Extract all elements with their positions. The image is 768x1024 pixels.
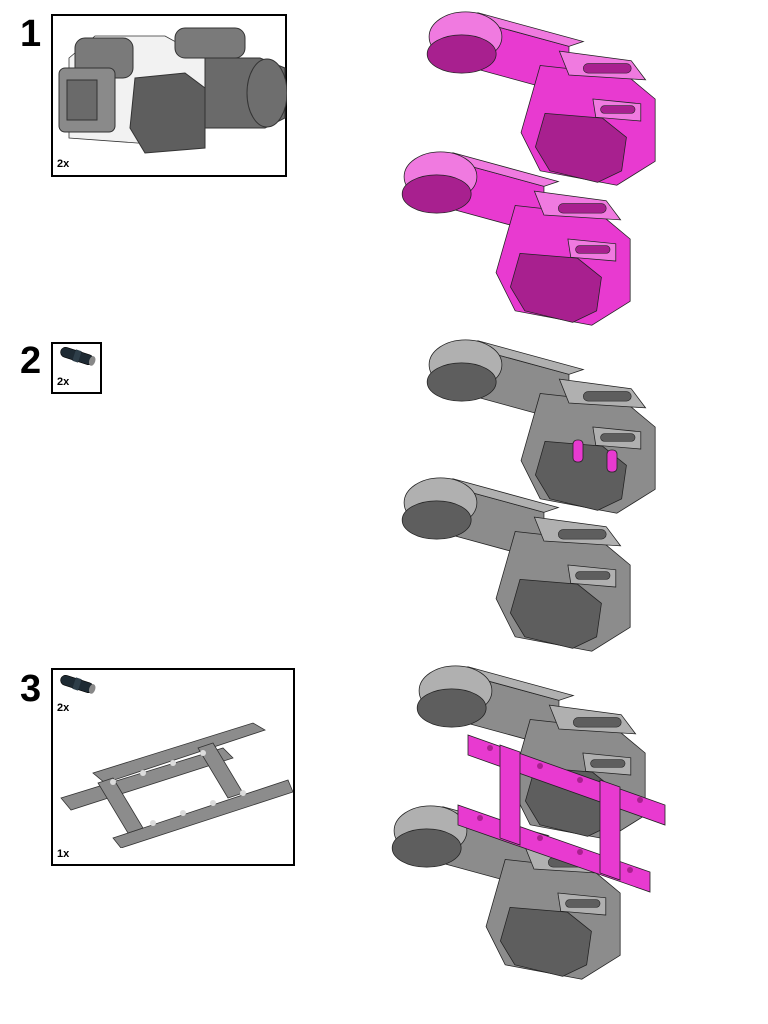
step-number: 2 (20, 340, 42, 382)
parts-callout: 2x (51, 342, 102, 394)
beam-frame-new (457, 734, 666, 893)
part-quantity: 2x (57, 702, 70, 714)
connector-pins-new (572, 439, 618, 473)
parts-callout: 2x 1x (51, 668, 295, 866)
beam-holes (477, 745, 643, 873)
part-quantity: 2x (57, 158, 70, 170)
step-number: 1 (20, 13, 42, 55)
motor-part-image (58, 27, 287, 154)
step-number: 3 (20, 668, 42, 710)
part-quantity: 2x (57, 376, 70, 388)
beam-frame-image (60, 722, 293, 848)
part-quantity: 1x (57, 848, 70, 860)
parts-callout: 2x (51, 14, 287, 177)
